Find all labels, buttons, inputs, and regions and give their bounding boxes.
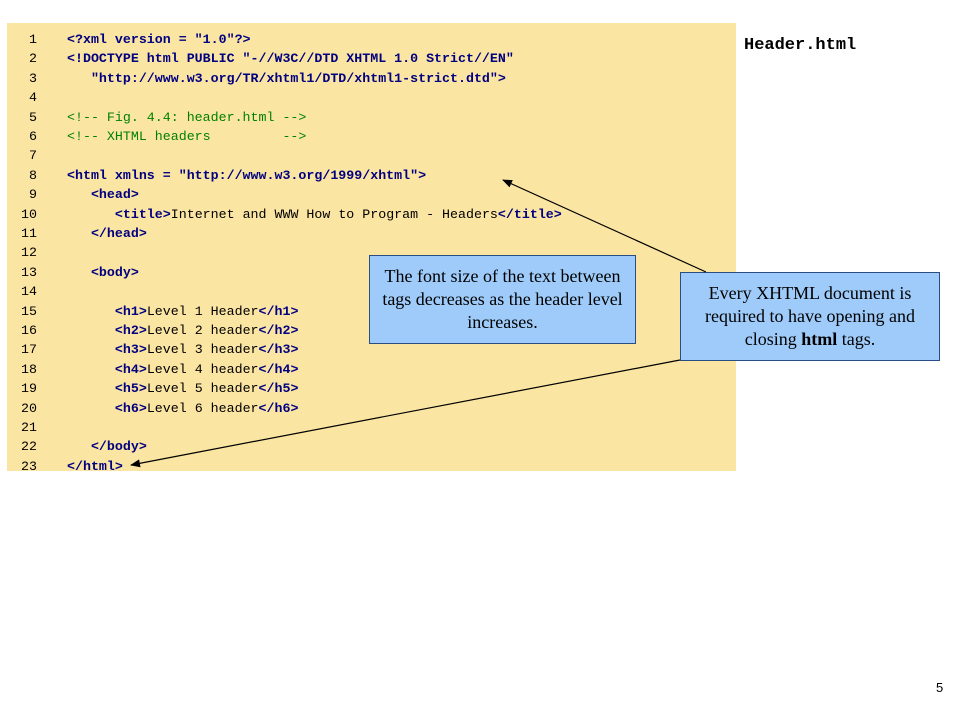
markup-tag: </h2>	[258, 323, 299, 338]
line-number: 20	[21, 400, 37, 416]
line-number: 9	[29, 187, 37, 203]
code-content: Level 3 header	[146, 342, 259, 358]
code-text: </body>	[67, 437, 147, 456]
code-text: <h3>Level 3 header</h3>	[67, 340, 299, 359]
line-number: 5	[29, 109, 37, 125]
code-content	[67, 362, 115, 377]
line-number: 7	[29, 148, 37, 164]
code-content	[67, 187, 91, 202]
code-text: <html xmlns = "http://www.w3.org/1999/xh…	[67, 166, 426, 185]
markup-tag: </h1>	[258, 303, 299, 319]
markup-tag: </h4>	[258, 361, 299, 377]
code-text: <h5>Level 5 header</h5>	[67, 379, 299, 398]
code-content	[67, 401, 115, 416]
code-text: </head>	[67, 224, 147, 243]
code-text: <h4>Level 4 header</h4>	[67, 360, 299, 379]
code-content	[67, 304, 115, 319]
markup-tag: <!DOCTYPE html PUBLIC "-//W3C//DTD XHTML…	[67, 51, 514, 67]
markup-tag: <h2>	[114, 323, 147, 338]
line-number: 2	[29, 51, 37, 67]
line-number: 3	[29, 70, 37, 86]
markup-tag: <?xml version = "1.0"?>	[67, 32, 251, 47]
code-content	[67, 439, 91, 454]
markup-tag: <h4>	[114, 361, 147, 377]
line-number: 11	[21, 226, 37, 241]
code-content	[67, 342, 115, 357]
line-number: 22	[21, 439, 37, 455]
markup-tag: <h5>	[114, 381, 147, 397]
code-comment: <!-- Fig. 4.4: header.html -->	[67, 109, 307, 125]
code-text: <title>Internet and WWW How to Program -…	[67, 205, 562, 224]
code-content: Level 4 header	[146, 361, 259, 377]
line-number: 21	[21, 420, 37, 435]
code-content	[67, 323, 115, 338]
markup-tag: <html xmlns = "http://www.w3.org/1999/xh…	[67, 167, 427, 183]
code-content	[67, 226, 91, 241]
markup-tag: </h5>	[258, 381, 299, 397]
markup-tag: </title>	[497, 206, 562, 222]
markup-tag: <head>	[90, 187, 139, 203]
code-content: Level 1 Header	[146, 303, 259, 319]
line-number: 16	[21, 323, 37, 338]
line-number: 23	[21, 458, 37, 474]
markup-tag: "http://www.w3.org/TR/xhtml1/DTD/xhtml1-…	[67, 70, 506, 86]
code-text: <body>	[67, 263, 139, 282]
code-content: Level 6 header	[146, 400, 259, 416]
markup-tag: <h1>	[114, 303, 147, 319]
code-content	[67, 381, 115, 396]
line-number: 12	[21, 245, 37, 261]
markup-tag: </body>	[90, 439, 147, 455]
callout-font-size-text: The font size of the text between tags d…	[382, 266, 623, 332]
code-text: <h1>Level 1 Header</h1>	[67, 302, 299, 321]
line-number: 6	[29, 129, 37, 144]
markup-tag: </h6>	[258, 400, 299, 416]
line-number: 10	[21, 206, 37, 222]
line-number: 14	[21, 284, 37, 300]
code-text: <head>	[67, 185, 139, 204]
code-text: <!-- Fig. 4.4: header.html -->	[67, 108, 306, 127]
markup-tag: </html>	[67, 458, 123, 474]
code-listing: 1 <?xml version = "1.0"?> 2 <!DOCTYPE html …	[7, 23, 736, 474]
callout-html-tags-suffix: tags.	[837, 329, 876, 349]
code-text: </html>	[67, 457, 123, 476]
line-number: 18	[21, 361, 37, 377]
code-content: Internet and WWW How to Program - Header…	[170, 206, 498, 222]
line-number: 4	[29, 90, 37, 106]
markup-tag: </head>	[90, 226, 147, 241]
code-text: <!-- XHTML headers -->	[67, 127, 306, 146]
code-content	[67, 265, 91, 280]
callout-html-tags-bold: html	[801, 329, 838, 349]
markup-tag: </h3>	[258, 342, 299, 358]
callout-html-tags-prefix: Every XHTML document is required to have…	[705, 283, 915, 349]
page-number: 5	[936, 680, 944, 695]
code-text: "http://www.w3.org/TR/xhtml1/DTD/xhtml1-…	[67, 69, 506, 88]
callout-font-size: The font size of the text between tags d…	[369, 255, 636, 344]
code-content: Level 2 header	[146, 323, 259, 338]
code-text: <h2>Level 2 header</h2>	[67, 321, 299, 340]
line-number: 17	[21, 342, 37, 358]
file-title: Header.html	[744, 36, 857, 55]
markup-tag: <title>	[114, 206, 171, 222]
line-number: 1	[29, 32, 37, 47]
callout-html-tags-text: Every XHTML document is required to have…	[689, 282, 931, 351]
code-content	[67, 207, 115, 222]
code-text: <!DOCTYPE html PUBLIC "-//W3C//DTD XHTML…	[67, 49, 514, 68]
code-text: <h6>Level 6 header</h6>	[67, 399, 299, 418]
line-number: 13	[21, 264, 37, 280]
markup-tag: <h6>	[114, 400, 147, 416]
line-number: 15	[21, 303, 37, 319]
line-number: 19	[21, 381, 37, 397]
markup-tag: <body>	[90, 264, 139, 280]
markup-tag: <h3>	[114, 342, 147, 358]
line-number: 8	[29, 167, 37, 183]
code-text: <?xml version = "1.0"?>	[67, 30, 251, 49]
code-content: Level 5 header	[146, 381, 259, 397]
code-comment: <!-- XHTML headers -->	[67, 129, 307, 144]
callout-html-tags: Every XHTML document is required to have…	[680, 272, 940, 361]
